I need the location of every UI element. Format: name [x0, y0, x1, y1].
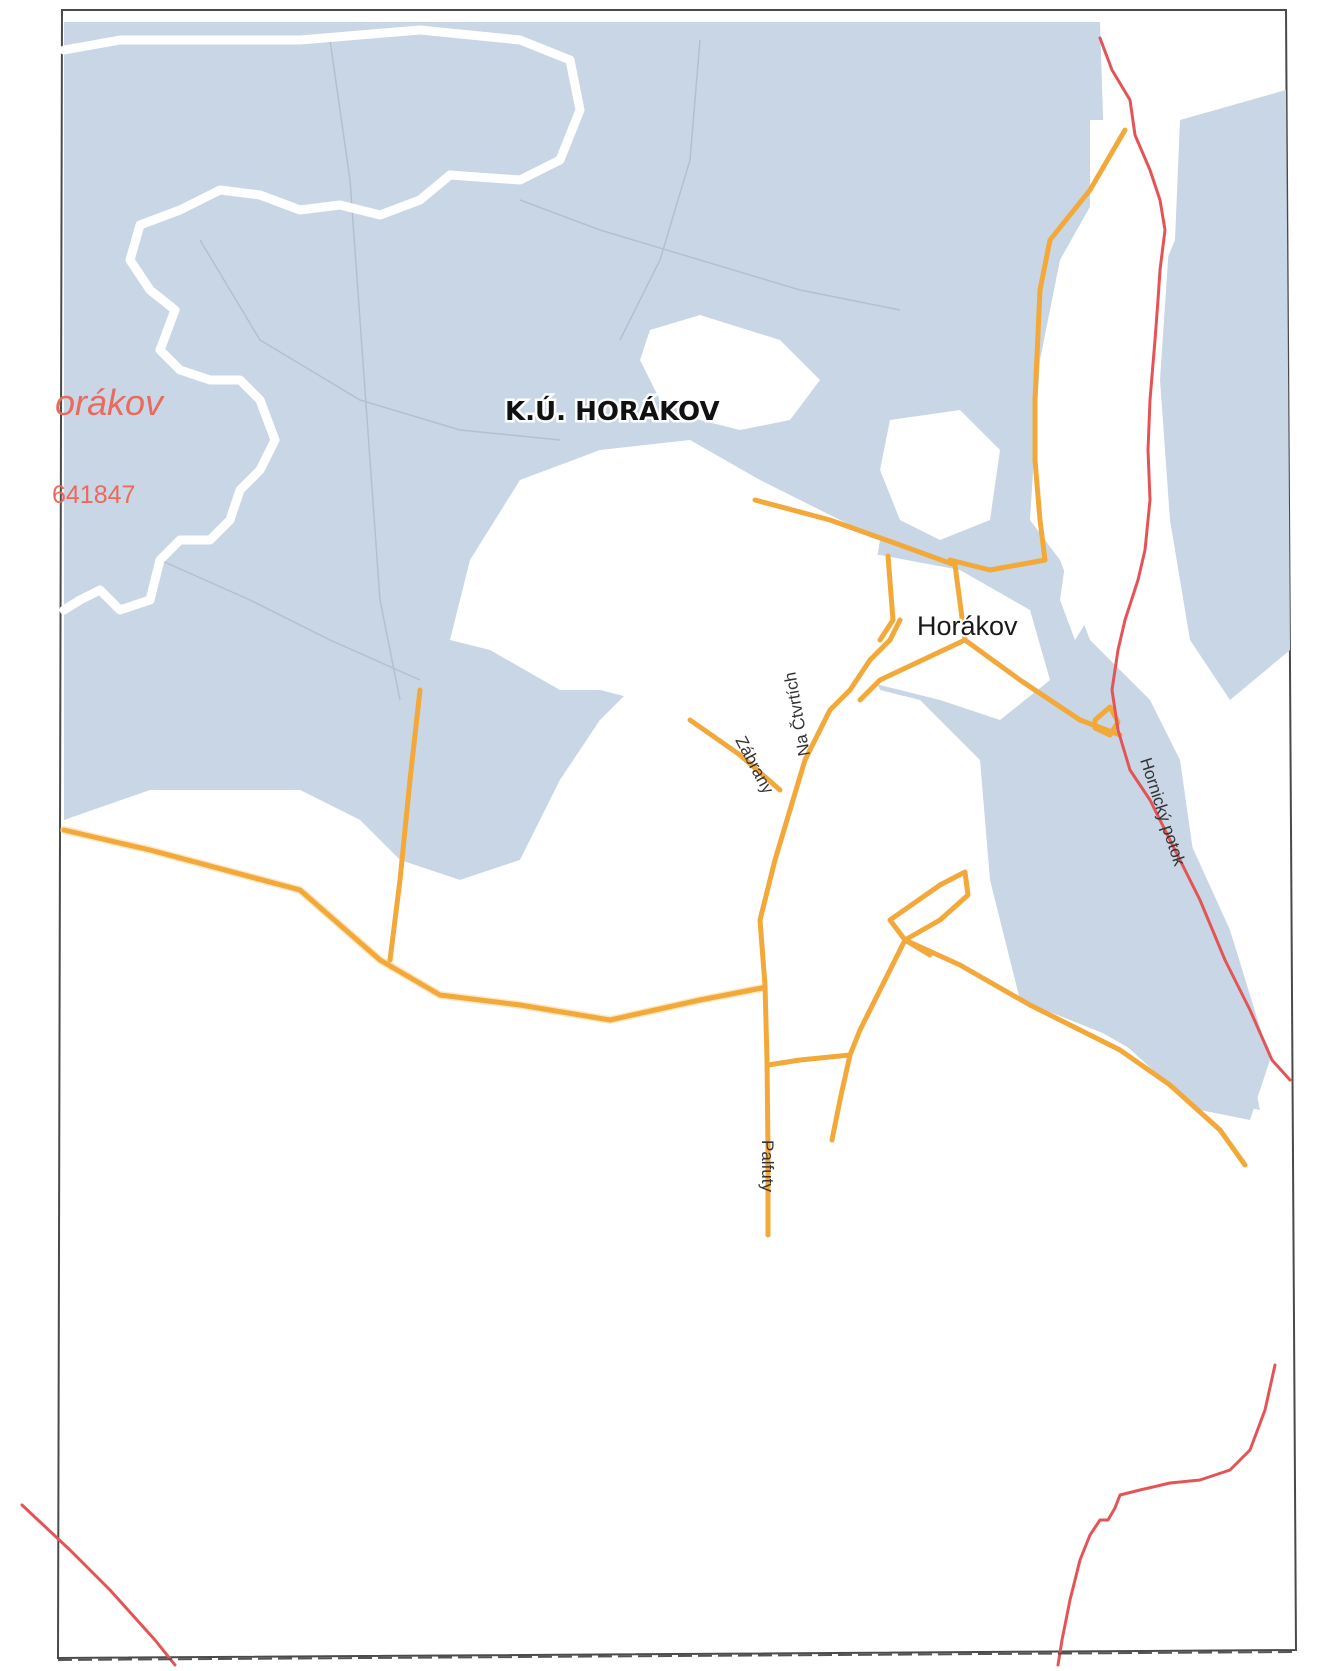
road-village-east: [962, 637, 1123, 738]
scan-bottom-edge: [57, 1651, 1297, 1661]
roads-layer: [60, 127, 1248, 1238]
neighbor-area-code-label: 641847: [52, 481, 135, 509]
forest-area-southeast: [1000, 700, 1270, 1120]
cadastral-boundary-layer: [20, 36, 1292, 1667]
clearing-east-meadow: [1060, 120, 1180, 640]
road-northeast: [947, 127, 1128, 573]
neighbor-area-name-label: orákov: [55, 382, 165, 423]
road-village-vertical: [877, 553, 896, 643]
road-palfuty: [757, 617, 903, 1238]
forest-area-east-strip: [1160, 90, 1290, 700]
road-loop: [887, 869, 971, 958]
road-village-west: [752, 497, 958, 568]
forest-path: [619, 39, 701, 341]
cadastral-boundary-east: [1098, 36, 1292, 1082]
road-side-branch: [687, 717, 783, 793]
forest-paths: [159, 39, 901, 701]
forest-path: [519, 199, 901, 311]
cadastral-boundary-southeast: [1056, 1363, 1277, 1667]
cadastral-area-label: K.Ú. HORÁKOV: [505, 395, 720, 427]
clearing-layer: [60, 120, 1290, 1650]
road-south-link: [765, 1052, 853, 1068]
clearing-north: [640, 315, 820, 430]
clearing-south-fields: [60, 700, 1290, 1650]
settlement-label: Horákov: [917, 611, 1018, 641]
road-southeast: [902, 937, 1248, 1168]
stream-boundary-white: [59, 25, 585, 615]
forest-path: [329, 39, 401, 701]
forest-path: [199, 239, 561, 441]
clearing-village: [820, 555, 1050, 720]
clearing-central: [450, 440, 880, 760]
road-south-branch: [829, 937, 908, 1143]
street-label-palfuty: Palfuty: [758, 1140, 777, 1192]
road-village-crossing: [857, 562, 968, 703]
clearing-northeast: [880, 410, 1000, 540]
road-roundabout: [1092, 704, 1121, 738]
road-main-southwest: [61, 827, 765, 1023]
forest-path: [159, 559, 421, 681]
cadastral-boundary-southwest: [20, 1503, 177, 1667]
road-west-connector: [387, 687, 423, 963]
